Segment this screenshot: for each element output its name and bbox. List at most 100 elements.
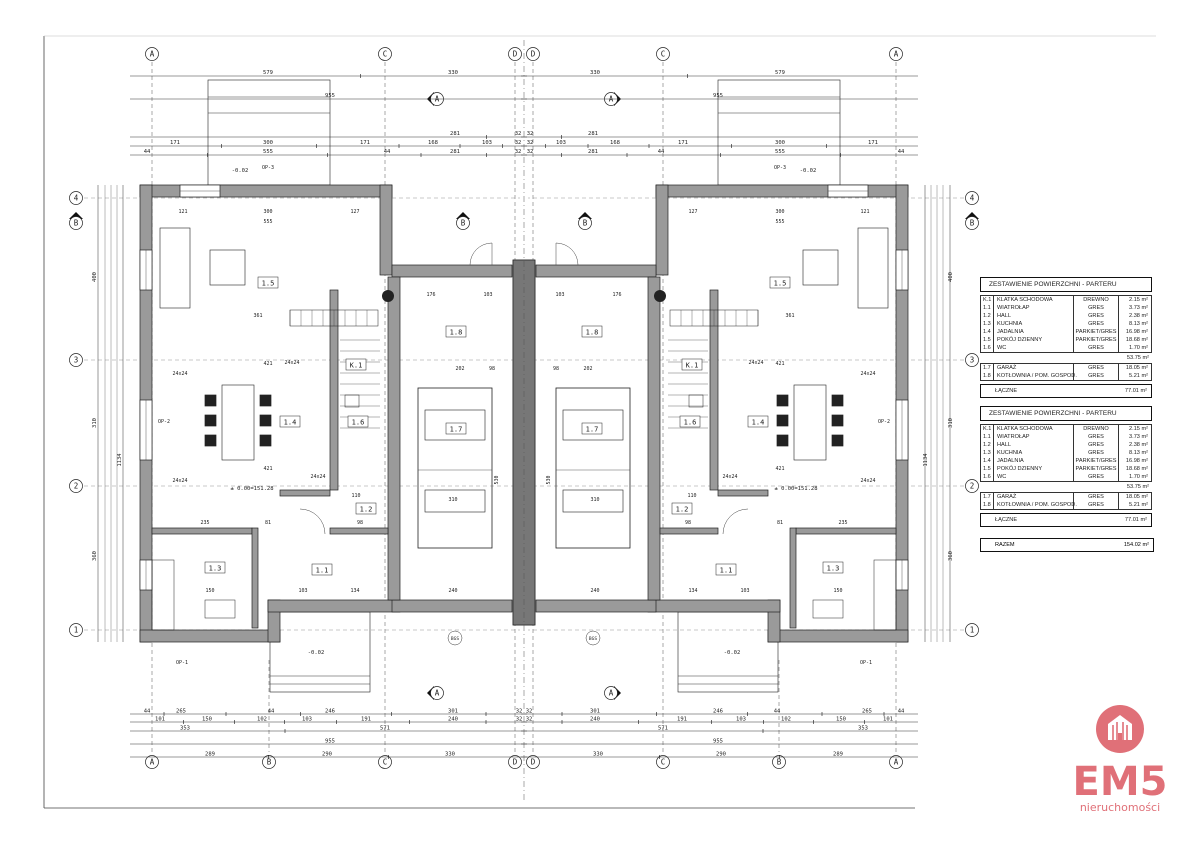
- wall: [659, 527, 719, 535]
- table-cell: POKÓJ DZIENNY: [994, 336, 1074, 344]
- dimension-value: 171: [678, 140, 688, 146]
- interior-dimension: 127: [688, 209, 697, 215]
- dimension-value: 44: [144, 149, 151, 155]
- table-cell: 1.4: [981, 457, 994, 465]
- grid-bubble: D: [531, 758, 536, 767]
- grid-bubble: D: [531, 50, 536, 59]
- wall: [329, 527, 389, 535]
- grid-bubble-circle: [526, 47, 540, 61]
- dining-table: [221, 384, 255, 461]
- table-cell: 8.13 m²: [1129, 450, 1148, 456]
- table-cell: JADALNIA: [994, 328, 1074, 336]
- dimension-value: 1134: [117, 453, 123, 467]
- room-label-box: [581, 422, 603, 435]
- room-label-box: [822, 561, 844, 574]
- interior-dimension: 134: [688, 588, 697, 594]
- total-area-box: RAZEM 154.02 m²: [980, 538, 1154, 552]
- table-cell: 16.98 m²: [1125, 458, 1148, 464]
- interior-dimension: 98: [357, 520, 363, 526]
- wall: [647, 599, 781, 613]
- table-cell: DREWNO: [1074, 425, 1119, 433]
- dimension-value: 571: [380, 726, 390, 732]
- dimension-value: 353: [180, 726, 190, 732]
- opening-label: OP-2: [878, 419, 890, 425]
- table-cell: 18.05 m²: [1125, 365, 1148, 371]
- table-cell: 18.68 m²: [1125, 466, 1148, 472]
- interior-dimension: 110: [351, 493, 360, 499]
- grid-bubble-circle: [965, 623, 979, 637]
- car-body: [417, 387, 493, 549]
- grid-bubble-circle: [656, 47, 670, 61]
- table-cell: 1.8: [981, 372, 994, 380]
- dimension-value: 32: [526, 709, 533, 715]
- dimension-value: 44: [268, 709, 275, 715]
- dimension-value: 44: [384, 149, 391, 155]
- interior-dimension: 103: [483, 292, 492, 298]
- dimension-value: 44: [774, 709, 781, 715]
- table-cell: WC: [994, 344, 1074, 352]
- subtotal: 53.75 m²: [1126, 355, 1149, 361]
- interior-dimension: 98: [685, 520, 691, 526]
- chair: [831, 414, 844, 427]
- grid-bubble: B: [777, 758, 782, 767]
- table-cell: 2.38 m²: [1129, 313, 1148, 319]
- room-label-box: [681, 358, 703, 371]
- opening-label: OP-3: [262, 165, 274, 171]
- room-label-r11: 1.1: [720, 567, 733, 575]
- grid-bubble: 1: [970, 626, 975, 635]
- table-cell: GRES: [1074, 473, 1119, 481]
- razem-value: 154.02 m²: [1123, 542, 1149, 548]
- dimension-value: 32: [516, 717, 523, 723]
- interior-dimension: 300: [775, 209, 784, 215]
- interior-dimension: 103: [555, 292, 564, 298]
- grid-bubble-circle: [965, 479, 979, 493]
- interior-dimension: 24x24: [172, 478, 187, 484]
- room-label-box: [445, 422, 467, 435]
- dimension-value: 300: [775, 140, 785, 146]
- sofa: [857, 227, 889, 309]
- interior-dimension: 81: [777, 520, 783, 526]
- dimension-value: 301: [590, 709, 600, 715]
- section-mark-circle: [604, 686, 618, 700]
- dimension-value: 400: [948, 272, 954, 282]
- table-cell: 1.70 m²: [1129, 474, 1148, 480]
- table-cell: 1.3: [981, 320, 994, 328]
- table-cell: GARAŻ: [994, 364, 1074, 372]
- dimension-value: 101: [883, 717, 893, 723]
- dimension-value: 265: [176, 709, 186, 715]
- section-mark-circle: [456, 216, 470, 230]
- table-cell: 18.68 m²: [1125, 337, 1148, 343]
- dimension-value: 353: [858, 726, 868, 732]
- kitchen-counter: [151, 559, 175, 631]
- table-cell: 16.98 m²: [1125, 329, 1148, 335]
- interior-dimension: 300: [263, 209, 272, 215]
- drawing-frame: [43, 35, 1156, 809]
- table-cell: KLATKA SCHODOWA: [994, 425, 1074, 433]
- em5-logo: EM5 nieruchomości: [1060, 704, 1180, 814]
- chair: [204, 394, 217, 407]
- total-value: 77.01 m²: [1124, 388, 1147, 394]
- dimension-value: 150: [202, 717, 212, 723]
- interior-dimension: 103: [298, 588, 307, 594]
- room-label-r16: 1.6: [352, 419, 365, 427]
- table-cell: GRES: [1074, 344, 1119, 352]
- grid-bubble: 4: [74, 194, 79, 203]
- dimension-value: 1134: [923, 453, 929, 467]
- dimension-value: 281: [588, 149, 598, 155]
- wall: [329, 289, 339, 491]
- staircase: [669, 309, 759, 327]
- wall: [535, 264, 657, 278]
- room-label-r12: 1.2: [360, 506, 373, 514]
- subtotal: 53.75 m²: [1126, 484, 1149, 490]
- house-logo-icon: [1096, 705, 1144, 753]
- room-label-r17: 1.7: [586, 426, 599, 434]
- wall: [391, 264, 513, 278]
- dimension-value: 168: [610, 140, 620, 146]
- wall: [279, 489, 331, 497]
- table-cell: 1.7: [981, 493, 994, 501]
- dimension-value: 44: [898, 149, 905, 155]
- grid-bubble: C: [661, 50, 666, 59]
